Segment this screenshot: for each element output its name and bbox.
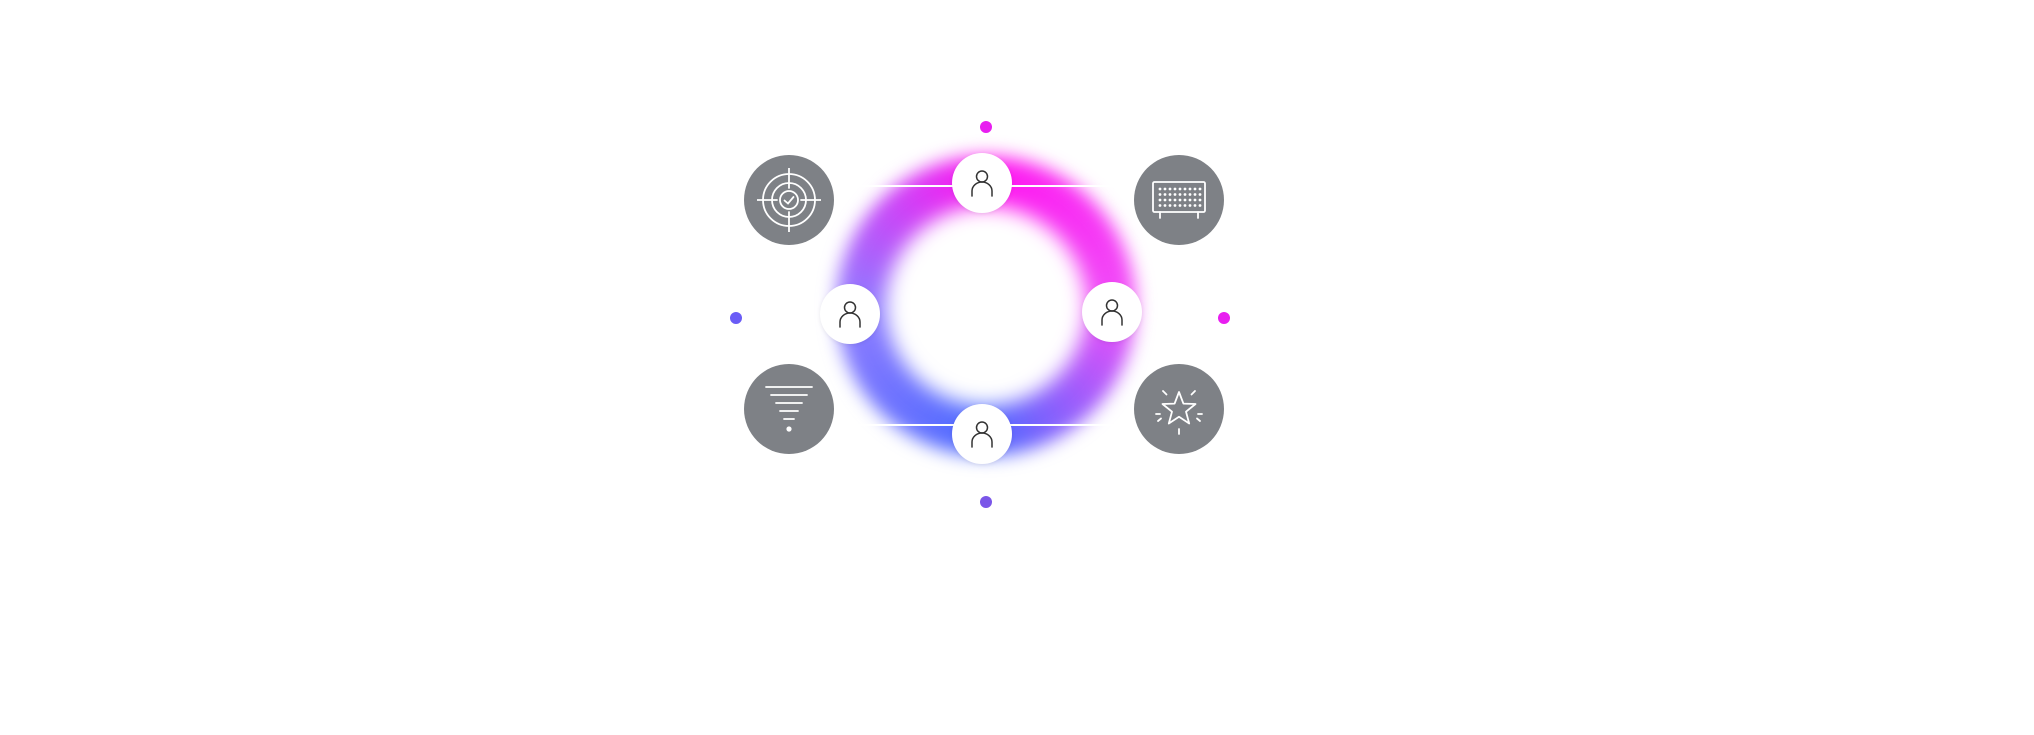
ring-node-bottom: [952, 404, 1012, 464]
user-icon: [1101, 299, 1123, 326]
accent-dot-bottom: [980, 496, 992, 508]
user-icon: [839, 301, 861, 328]
ring-node-top: [952, 153, 1012, 213]
star-icon: [1155, 390, 1203, 435]
accent-dot-right: [1218, 312, 1230, 324]
funnel-hub: [744, 364, 834, 454]
target-hub: [744, 155, 834, 245]
target-icon: [757, 168, 821, 232]
display-hub: [1134, 155, 1224, 245]
user-icon: [971, 170, 993, 197]
ring-center: [886, 206, 1086, 406]
ring-node-right: [1082, 282, 1142, 342]
accent-dot-top: [980, 121, 992, 133]
star-hub: [1134, 364, 1224, 454]
ring-node-left: [820, 284, 880, 344]
funnel-icon: [765, 386, 813, 432]
accent-dot-left: [730, 312, 742, 324]
led-display-icon: [1152, 181, 1206, 219]
user-icon: [971, 421, 993, 448]
